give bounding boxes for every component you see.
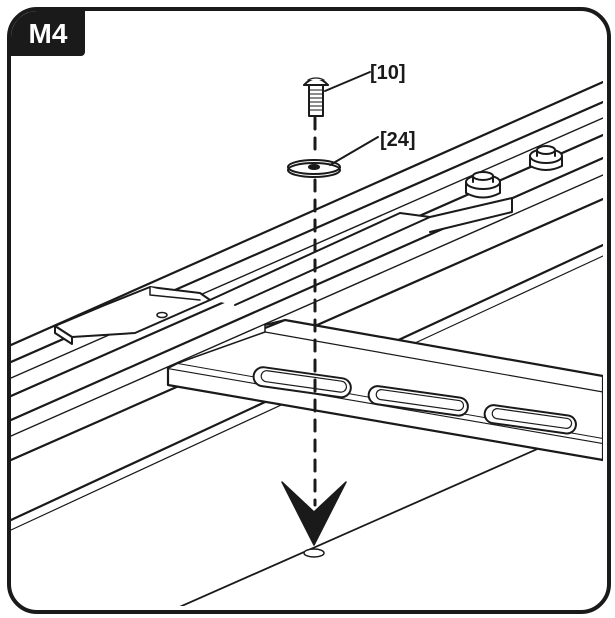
callout-washer: [24] xyxy=(380,129,416,151)
spacer-left xyxy=(465,171,501,199)
callout-screw: [10] xyxy=(370,62,406,84)
leader-lines xyxy=(324,71,379,166)
slotted-bracket xyxy=(166,318,603,462)
washer-icon xyxy=(287,159,341,178)
screw-icon xyxy=(303,77,329,117)
channel-plate xyxy=(209,197,513,306)
down-arrow-icon xyxy=(281,481,347,558)
step-badge: M4 xyxy=(11,11,85,56)
slide-plate xyxy=(54,286,211,345)
spacer-right xyxy=(529,145,563,171)
